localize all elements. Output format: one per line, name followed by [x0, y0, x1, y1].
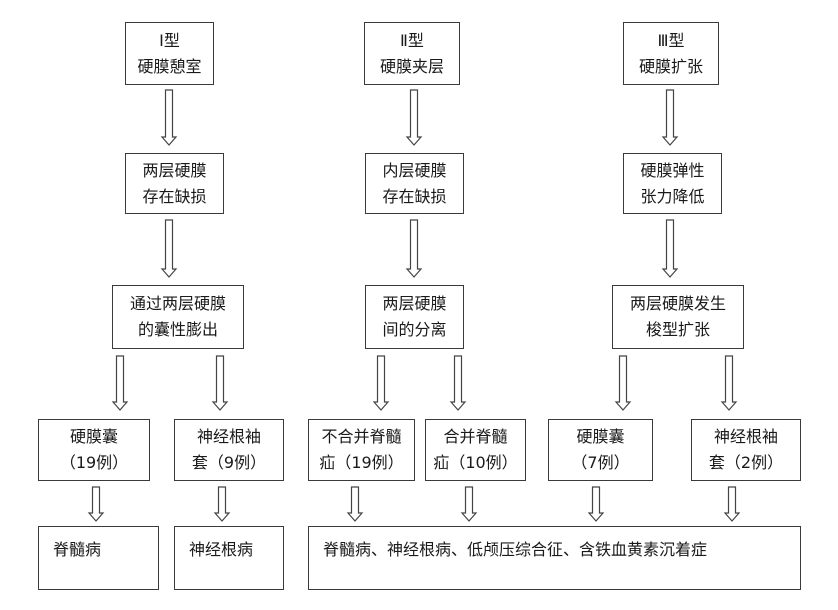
- type3-step2-line2: 梭型扩张: [645, 320, 710, 339]
- down-arrow-icon: [111, 355, 129, 411]
- dural-cyst-1-line1: 硬膜囊: [69, 427, 118, 446]
- with-syringomyelia-line2: 疝（10例）: [433, 453, 518, 472]
- outcome-myelopathy-box: 脊髓病: [38, 526, 159, 590]
- down-arrow-icon: [614, 355, 632, 411]
- dural-cyst-box-type3: 硬膜囊 （7例）: [548, 419, 653, 481]
- nerve-root-sleeve-box-type3: 神经根袖套（2例）: [691, 419, 801, 481]
- type3-label: Ⅲ型: [657, 30, 685, 50]
- type2-step1-line1: 内层硬膜: [382, 160, 447, 180]
- type2-step2-box: 两层硬膜间的分离: [365, 285, 464, 349]
- down-arrow-icon: [449, 355, 467, 411]
- nerve-root-sleeve-1-line2: 套（9例）: [191, 453, 267, 472]
- with-syringomyelia-box: 合并脊髓疝（10例）: [425, 419, 526, 481]
- down-arrow-icon: [405, 89, 423, 146]
- type1-label: Ⅰ型: [159, 30, 180, 50]
- nerve-root-sleeve-1-line1: 神经根袖: [196, 427, 261, 446]
- type1-title-box: Ⅰ型硬膜憩室: [125, 22, 214, 85]
- down-arrow-icon: [661, 219, 679, 278]
- type1-step2-box: 通过两层硬膜的囊性膨出: [112, 285, 244, 349]
- dural-cyst-3-line1: 硬膜囊: [576, 427, 625, 446]
- type2-label: Ⅱ型: [400, 30, 424, 50]
- down-arrow-icon: [372, 355, 390, 411]
- type2-step1-line2: 存在缺损: [382, 186, 447, 206]
- type2-name: 硬膜夹层: [379, 56, 444, 76]
- nerve-root-sleeve-box-type1: 神经根袖套（9例）: [174, 419, 284, 481]
- outcome-combined-box: 脊髓病、神经根病、低颅压综合征、含铁血黄素沉着症: [308, 526, 801, 590]
- type3-step1-line1: 硬膜弹性: [640, 160, 705, 180]
- nerve-root-sleeve-3-line2: 套（2例）: [708, 453, 784, 472]
- type3-step2-line1: 两层硬膜发生: [629, 294, 726, 313]
- dural-cyst-1-line2: （19例）: [59, 453, 129, 472]
- type1-step1-line1: 两层硬膜: [142, 160, 207, 180]
- outcome-combined-text: 脊髓病、神经根病、低颅压综合征、含铁血黄素沉着症: [323, 540, 708, 559]
- down-arrow-icon: [346, 486, 364, 522]
- type1-step2-line1: 通过两层硬膜: [129, 294, 226, 313]
- down-arrow-icon: [587, 486, 605, 522]
- type2-title-box: Ⅱ型硬膜夹层: [364, 22, 460, 85]
- with-syringomyelia-line1: 合并脊髓: [443, 427, 508, 446]
- down-arrow-icon: [661, 89, 679, 146]
- type3-title-box: Ⅲ型硬膜扩张: [623, 22, 719, 85]
- down-arrow-icon: [211, 355, 229, 411]
- outcome-radiculopathy-text: 神经根病: [189, 540, 254, 559]
- type3-name: 硬膜扩张: [638, 56, 703, 76]
- outcome-myelopathy-text: 脊髓病: [53, 540, 102, 559]
- down-arrow-icon: [723, 486, 741, 522]
- down-arrow-icon: [160, 219, 178, 278]
- down-arrow-icon: [405, 219, 423, 278]
- dural-cyst-box-type1: 硬膜囊 （19例）: [38, 419, 150, 481]
- type3-step2-box: 两层硬膜发生梭型扩张: [612, 285, 744, 349]
- outcome-radiculopathy-box: 神经根病: [174, 526, 284, 590]
- no-syringomyelia-box: 不合并脊髓疝（19例）: [308, 419, 415, 481]
- no-syringomyelia-line1: 不合并脊髓: [321, 427, 402, 446]
- type1-step2-line2: 的囊性膨出: [137, 320, 218, 339]
- down-arrow-icon: [460, 486, 478, 522]
- nerve-root-sleeve-3-line1: 神经根袖: [713, 427, 778, 446]
- down-arrow-icon: [720, 355, 738, 411]
- type1-name: 硬膜憩室: [137, 56, 202, 76]
- type1-step1-box: 两层硬膜存在缺损: [125, 153, 224, 214]
- type3-step1-box: 硬膜弹性张力降低: [623, 153, 722, 214]
- type2-step2-line1: 两层硬膜: [382, 294, 447, 313]
- down-arrow-icon: [213, 486, 231, 522]
- type3-step1-line2: 张力降低: [640, 186, 705, 206]
- down-arrow-icon: [87, 486, 105, 522]
- type1-step1-line2: 存在缺损: [142, 186, 207, 206]
- no-syringomyelia-line2: 疝（19例）: [319, 453, 404, 472]
- type2-step1-box: 内层硬膜存在缺损: [365, 153, 464, 214]
- dural-cyst-3-line2: （7例）: [571, 453, 630, 472]
- type2-step2-line2: 间的分离: [382, 320, 447, 339]
- down-arrow-icon: [160, 89, 178, 146]
